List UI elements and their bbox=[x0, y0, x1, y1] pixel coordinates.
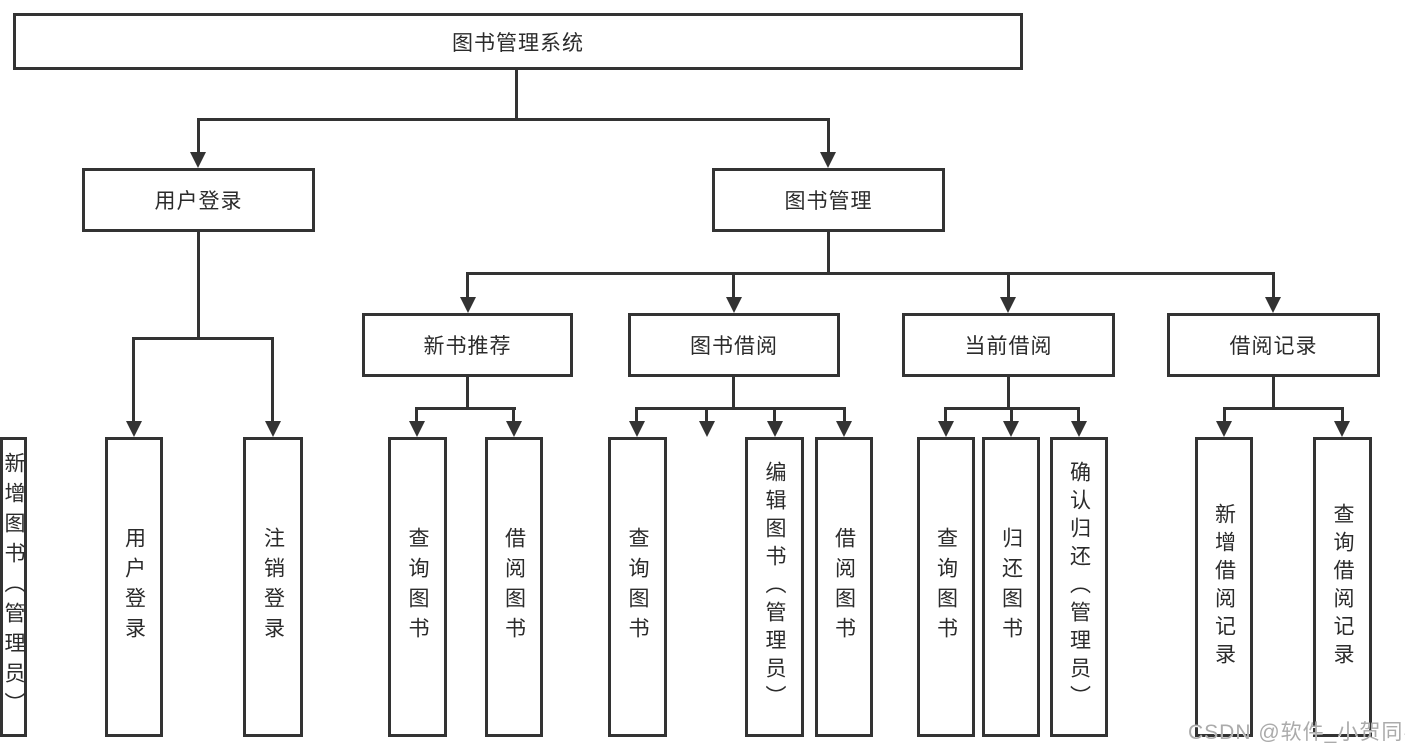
connector-line bbox=[827, 232, 830, 272]
arrowhead-icon bbox=[460, 297, 476, 313]
node-book-borrow: 图书借阅 bbox=[628, 313, 840, 377]
arrowhead-icon bbox=[1003, 421, 1019, 437]
arrowhead-icon bbox=[1265, 297, 1281, 313]
connector-line bbox=[466, 272, 469, 300]
connector-line bbox=[1272, 377, 1275, 407]
leaf-borrow-add-book-admin: 新增图书（管理员） bbox=[0, 437, 27, 737]
connector-line bbox=[415, 407, 418, 424]
connector-line bbox=[415, 407, 516, 410]
arrowhead-icon bbox=[726, 297, 742, 313]
connector-line bbox=[1223, 407, 1344, 410]
node-current-borrow: 当前借阅 bbox=[902, 313, 1115, 377]
connector-line bbox=[732, 377, 735, 407]
connector-line bbox=[512, 407, 515, 424]
arrowhead-icon bbox=[409, 421, 425, 437]
connector-line bbox=[1341, 407, 1344, 424]
arrowhead-icon bbox=[126, 421, 142, 437]
connector-line bbox=[466, 272, 1274, 275]
leaf-borrow-edit-book-admin: 编辑图书（管理员） bbox=[745, 437, 804, 737]
connector-line bbox=[197, 232, 200, 337]
leaf-current-query-book: 查询图书 bbox=[917, 437, 975, 737]
connector-line bbox=[466, 377, 469, 407]
node-borrow-record: 借阅记录 bbox=[1167, 313, 1380, 377]
leaf-rec-borrow-book: 借阅图书 bbox=[485, 437, 543, 737]
arrowhead-icon bbox=[767, 421, 783, 437]
connector-line bbox=[1223, 407, 1226, 424]
leaf-borrow-borrow-book: 借阅图书 bbox=[815, 437, 873, 737]
arrowhead-icon bbox=[938, 421, 954, 437]
connector-line bbox=[515, 70, 518, 118]
node-new-book-recommend: 新书推荐 bbox=[362, 313, 573, 377]
connector-line bbox=[1077, 407, 1080, 424]
leaf-current-return-book: 归还图书 bbox=[982, 437, 1040, 737]
arrowhead-icon bbox=[1334, 421, 1350, 437]
leaf-record-add: 新增借阅记录 bbox=[1195, 437, 1253, 737]
arrowhead-icon bbox=[1216, 421, 1232, 437]
connector-line bbox=[843, 407, 846, 424]
arrowhead-icon bbox=[190, 152, 206, 168]
leaf-current-confirm-return-admin: 确认归还（管理员） bbox=[1050, 437, 1108, 737]
node-user-login: 用户登录 bbox=[82, 168, 315, 232]
arrowhead-icon bbox=[506, 421, 522, 437]
connector-line bbox=[944, 407, 947, 424]
arrowhead-icon bbox=[1071, 421, 1087, 437]
connector-line bbox=[197, 118, 200, 154]
leaf-rec-query-book: 查询图书 bbox=[388, 437, 447, 737]
csdn-watermark: CSDN @软件_小贺同学 bbox=[1188, 721, 1405, 744]
connector-line bbox=[1007, 377, 1010, 407]
connector-line bbox=[132, 337, 274, 340]
connector-line bbox=[271, 337, 274, 423]
leaf-record-query: 查询借阅记录 bbox=[1313, 437, 1372, 737]
arrowhead-icon bbox=[629, 421, 645, 437]
connector-line bbox=[132, 337, 135, 423]
arrowhead-icon bbox=[1000, 297, 1016, 313]
node-root-system: 图书管理系统 bbox=[13, 13, 1023, 70]
connector-line bbox=[732, 272, 735, 300]
leaf-borrow-query-book: 查询图书 bbox=[608, 437, 667, 737]
connector-line bbox=[635, 407, 638, 424]
connector-line bbox=[1010, 407, 1013, 424]
connector-line bbox=[827, 118, 830, 154]
connector-line bbox=[705, 407, 708, 424]
arrowhead-icon bbox=[836, 421, 852, 437]
arrowhead-icon bbox=[265, 421, 281, 437]
connector-line bbox=[1007, 272, 1010, 300]
arrowhead-icon bbox=[820, 152, 836, 168]
connector-line bbox=[773, 407, 776, 424]
node-book-management: 图书管理 bbox=[712, 168, 945, 232]
arrowhead-icon bbox=[699, 421, 715, 437]
leaf-logout: 注销登录 bbox=[243, 437, 303, 737]
connector-line bbox=[197, 118, 830, 121]
connector-line bbox=[635, 407, 846, 410]
leaf-user-login: 用户登录 bbox=[105, 437, 163, 737]
connector-line bbox=[1272, 272, 1275, 300]
